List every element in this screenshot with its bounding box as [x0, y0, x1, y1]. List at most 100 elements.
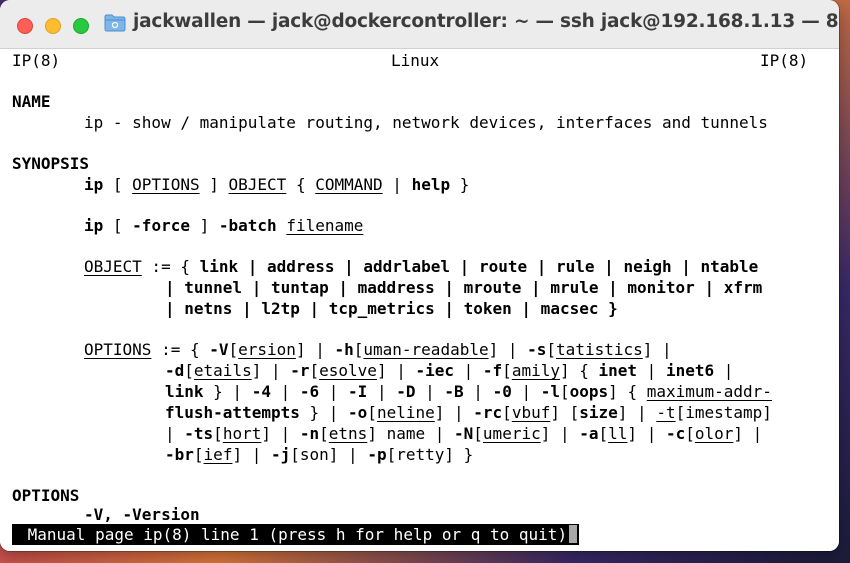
terminal-content[interactable]: IP(8) Linux IP(8) NAME ip - show / manip…: [0, 49, 839, 551]
option-segment: ] |: [251, 361, 291, 380]
synopsis-heading: SYNOPSIS: [12, 154, 90, 173]
option-segment: uman-readable: [363, 340, 489, 359]
option-segment: etns: [328, 424, 368, 443]
option-segment: ] |: [261, 424, 300, 443]
option-segment: inet: [598, 361, 638, 380]
option-segment: ]: [762, 403, 772, 422]
option-segment: -iec: [415, 361, 454, 380]
option-segment: [: [213, 424, 223, 443]
option-segment: -s: [527, 340, 547, 359]
option-segment: ] |: [434, 403, 474, 422]
name-heading: NAME: [12, 92, 51, 111]
window-title: jackwallen — jack@dockercontroller: ~ — …: [133, 11, 839, 32]
option-segment: ] |: [627, 424, 666, 443]
option-segment: [: [675, 403, 686, 422]
option-segment: |: [165, 424, 185, 443]
option-segment: [: [228, 340, 239, 359]
option-segment: [: [598, 424, 609, 443]
option-segment: -br: [165, 445, 194, 464]
option-segment: ] |: [232, 445, 271, 464]
option-segment: -rc: [473, 403, 503, 422]
option-segment: |: [367, 382, 397, 401]
option-segment: ] |: [376, 361, 416, 380]
option-segment: -t: [656, 403, 676, 422]
option-segment: maximum-addr-: [646, 382, 772, 401]
option-version-item: -V, -Version: [84, 505, 200, 524]
object-definition-line-3: | netns | l2tp | tcp_metrics | token | m…: [165, 299, 618, 318]
zoom-button[interactable]: [73, 18, 89, 34]
man-header-left: IP(8): [12, 51, 61, 70]
option-segment: -p: [367, 445, 387, 464]
title-bar[interactable]: jackwallen — jack@dockercontroller: ~ — …: [0, 0, 839, 49]
option-segment: -a: [579, 424, 599, 443]
option-segment: link: [165, 382, 204, 401]
option-segment: tatistics: [556, 340, 643, 359]
option-segment: -B: [444, 382, 464, 401]
option-segment: ] |: [617, 403, 657, 422]
option-segment: ] |: [642, 340, 672, 359]
option-segment: |: [714, 361, 734, 380]
option-segment: -ts: [184, 424, 214, 443]
pager-status-bar: Manual page ip(8) line 1 (press h for he…: [12, 524, 580, 545]
option-segment: |: [454, 361, 483, 380]
option-segment: |: [270, 382, 300, 401]
options-definition-line-4: flush-attempts } | -o[neline] | -rc[vbuf…: [165, 403, 772, 423]
option-segment: ] [: [550, 403, 580, 422]
option-segment: |: [415, 382, 445, 401]
option-segment: [: [546, 340, 557, 359]
option-segment: -o: [348, 403, 368, 422]
text-cursor: [569, 525, 578, 543]
option-segment: ief: [203, 445, 233, 464]
option-segment: [: [502, 361, 512, 380]
option-segment: -d: [165, 361, 185, 380]
options-definition-line-1: OPTIONS := { -V[ersion] | -h[uman-readab…: [84, 340, 672, 359]
option-segment: [: [367, 403, 377, 422]
option-segment: -n: [299, 424, 320, 443]
options-heading: OPTIONS: [12, 486, 80, 505]
option-segment: umeric: [482, 424, 541, 443]
option-segment: ] {: [559, 361, 599, 380]
options-definition-line-5: | -ts[hort] | -n[etns] name | -N[umeric]…: [165, 424, 762, 444]
option-segment: esolve: [319, 361, 377, 380]
option-segment: -I: [348, 382, 368, 401]
option-segment: -l: [540, 382, 560, 401]
option-segment: -c: [665, 424, 686, 443]
option-segment: hort: [222, 424, 262, 443]
option-segment: etails: [193, 361, 252, 380]
option-segment: inet6: [665, 361, 715, 380]
option-segment: -4: [251, 382, 271, 401]
close-button[interactable]: [17, 18, 33, 34]
folder-icon: [104, 14, 126, 32]
minimize-button[interactable]: [45, 18, 61, 34]
option-segment: } |: [299, 403, 349, 422]
option-segment: |: [463, 382, 493, 401]
option-segment: ] name |: [367, 424, 455, 443]
option-segment: -f: [482, 361, 503, 380]
option-segment: ] {: [608, 382, 647, 401]
option-segment: oops: [569, 382, 609, 401]
options-definition-line-2: -d[etails] | -r[esolve] | -iec | -f[amil…: [165, 361, 733, 381]
option-segment: -6: [299, 382, 320, 401]
option-segment: |: [637, 361, 666, 380]
option-segment: -D: [396, 382, 416, 401]
object-definition-line-2: | tunnel | tuntap | maddress | mroute | …: [165, 278, 763, 297]
synopsis-line-1: ip [ OPTIONS ] OBJECT { COMMAND | help }: [84, 175, 470, 194]
man-header-right: IP(8): [760, 51, 809, 70]
option-segment: ] |: [733, 424, 763, 443]
options-definition-line-6: -br[ief] | -j[son] | -p[retty] }: [165, 445, 473, 465]
option-segment: ersion: [238, 340, 296, 359]
option-segment: [: [560, 382, 570, 401]
option-segment: -j: [270, 445, 291, 464]
option-segment: [: [193, 445, 204, 464]
option-segment: ] |: [540, 424, 580, 443]
option-segment: [: [184, 361, 194, 380]
option-segment: size: [579, 403, 618, 422]
option-segment: [son] |: [290, 445, 368, 464]
option-segment: olor: [694, 424, 734, 443]
option-segment: |: [511, 382, 541, 401]
option-segment: ] |: [488, 340, 528, 359]
name-description: ip - show / manipulate routing, network …: [84, 113, 768, 132]
object-definition-line-1: OBJECT := { link | address | addrlabel |…: [84, 257, 759, 276]
option-segment: flush-attempts: [165, 403, 300, 422]
terminal-window: jackwallen — jack@dockercontroller: ~ — …: [0, 0, 839, 551]
